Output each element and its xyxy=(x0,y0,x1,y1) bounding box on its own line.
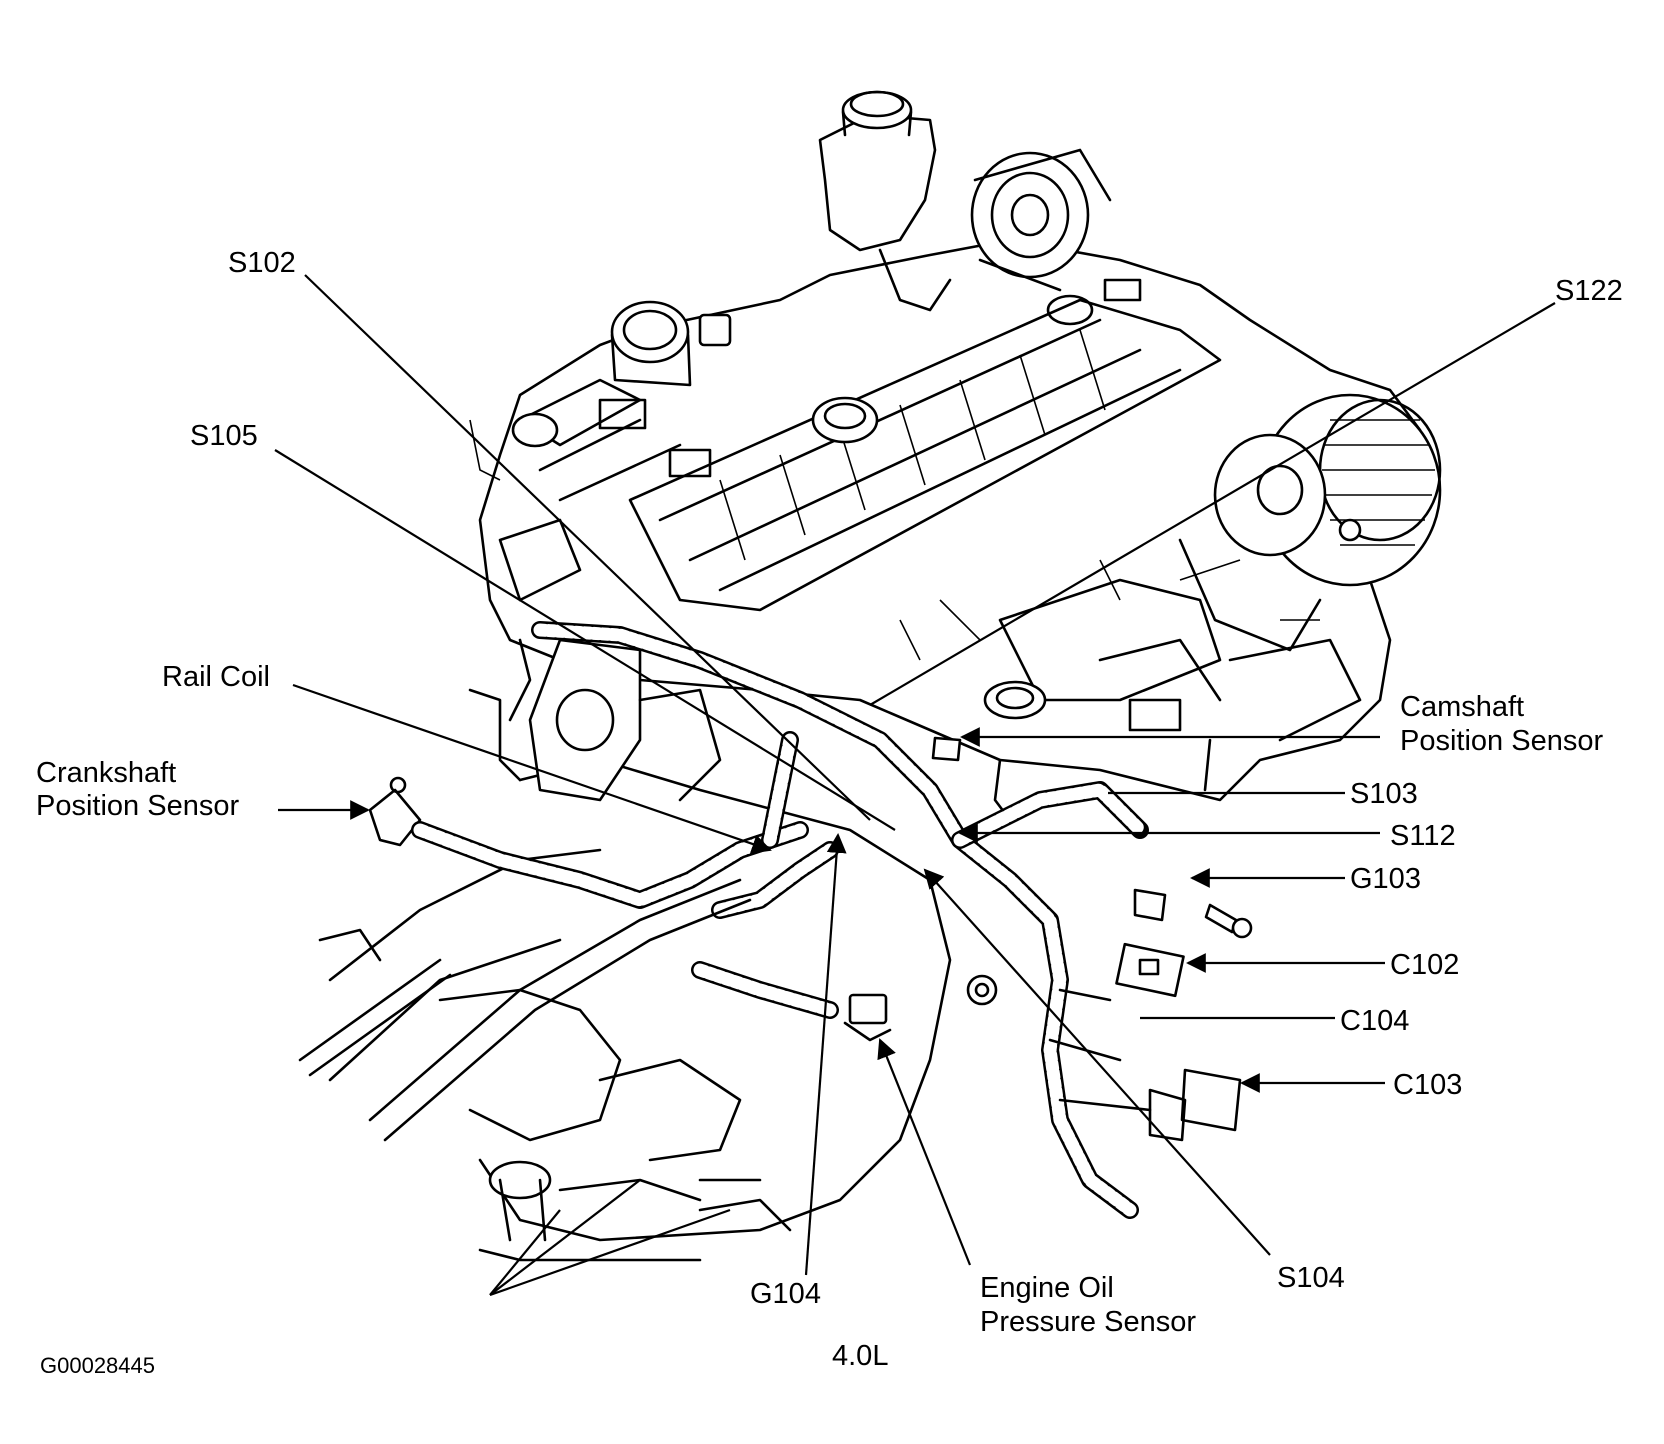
label-camshaft-line1: Camshaft xyxy=(1400,691,1524,723)
leader-rail-coil xyxy=(292,683,772,854)
label-oil-line2: Pressure Sensor xyxy=(980,1306,1196,1338)
label-c102: C102 xyxy=(1390,949,1459,981)
alternator xyxy=(1178,393,1442,652)
leader-g104 xyxy=(804,833,847,1276)
label-c104: C104 xyxy=(1340,1005,1409,1037)
callout-lines xyxy=(274,274,1556,1297)
leader-s105 xyxy=(274,449,896,831)
label-s112: S112 xyxy=(1390,820,1456,852)
label-g103: G103 xyxy=(1350,863,1421,895)
label-s105: S105 xyxy=(190,420,258,452)
label-s104: S104 xyxy=(1277,1262,1345,1294)
valve-cover xyxy=(628,278,1222,612)
label-s103: S103 xyxy=(1350,778,1418,810)
leader-s122 xyxy=(869,302,1556,706)
label-camshaft-line2: Position Sensor xyxy=(1400,725,1603,757)
label-oil-line1: Engine Oil xyxy=(980,1272,1114,1304)
intake-manifold xyxy=(498,378,712,602)
reservoir xyxy=(818,90,952,312)
label-crankshaft-line2: Position Sensor xyxy=(36,790,239,822)
leader-s104 xyxy=(923,868,1271,1256)
throttle-body xyxy=(610,300,732,387)
label-g104: G104 xyxy=(750,1278,821,1310)
leader-bottom-2 xyxy=(489,1179,641,1296)
label-c103: C103 xyxy=(1393,1069,1462,1101)
pulley xyxy=(970,148,1112,292)
label-rail-coil: Rail Coil xyxy=(162,661,270,693)
leader-bottom-1 xyxy=(489,1209,561,1296)
figure-id: G00028445 xyxy=(40,1353,155,1378)
leader-s102 xyxy=(304,274,871,821)
label-s122: S122 xyxy=(1555,275,1623,307)
label-s102: S102 xyxy=(228,247,296,279)
label-crankshaft-line1: Crankshaft xyxy=(36,757,176,789)
leader-bottom-3 xyxy=(489,1208,731,1297)
engine-lower-right xyxy=(983,578,1362,742)
engine-illustration xyxy=(298,90,1442,1262)
label-engine: 4.0L xyxy=(832,1340,888,1372)
transmission xyxy=(318,758,952,1262)
labels: S102 S105 S122 Rail Coil Crankshaft Posi… xyxy=(36,247,1623,1378)
leader-oil-sensor xyxy=(877,1038,972,1266)
block-front xyxy=(468,638,722,802)
